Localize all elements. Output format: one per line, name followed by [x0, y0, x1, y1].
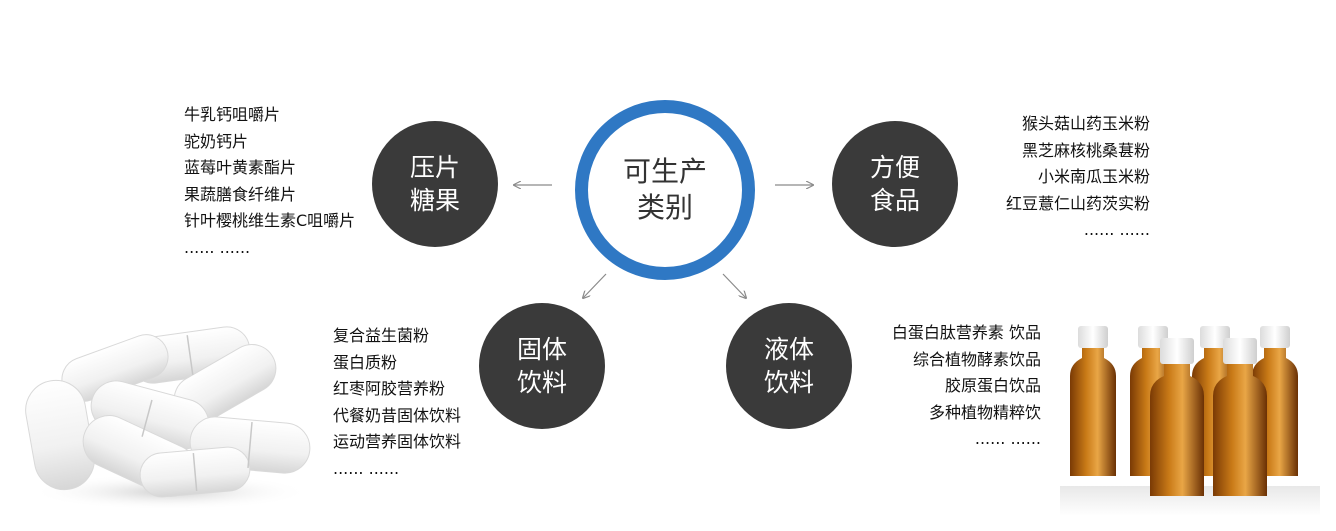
list-item: 蓝莓叶黄素酯片 — [184, 158, 297, 177]
list-item: 驼奶钙片 — [184, 131, 249, 151]
list-item: ...... ...... — [333, 458, 400, 478]
node-label-instant: 方便食品 — [869, 153, 920, 215]
list-item: 蛋白质粉 — [333, 352, 398, 372]
list-item: 牛乳钙咀嚼片 — [184, 105, 281, 124]
node-instant-food: 方便食品 — [832, 121, 958, 247]
list-item: 猴头菇山药玉米粉 — [1021, 114, 1150, 133]
node-solid-drink: 固体饮料 — [479, 303, 605, 429]
arrow-to-liquid — [722, 273, 746, 298]
list-item: 红豆薏仁山药茨实粉 — [1005, 193, 1150, 213]
node-label-liquid: 液体饮料 — [763, 335, 814, 397]
list-item: ...... ...... — [974, 429, 1041, 448]
node-tablet-candy: 压片糖果 — [372, 121, 498, 247]
list-item: 针叶樱桃维生素C咀嚼片 — [184, 211, 356, 230]
list-item: 胶原蛋白饮品 — [944, 376, 1041, 395]
list-item: 运动营养固体饮料 — [333, 432, 462, 451]
center-ring: 可生产类别 — [575, 100, 755, 280]
list-instant-food: 猴头菇山药玉米粉 黑芝麻核桃桑葚粉 小米南瓜玉米粉 红豆薏仁山药茨实粉 ....… — [1006, 111, 1150, 244]
list-item: ...... ...... — [184, 237, 251, 257]
node-liquid-drink: 液体饮料 — [726, 303, 852, 429]
white-pills-image — [25, 326, 311, 510]
node-label-solid: 固体饮料 — [516, 335, 567, 397]
list-tablet-candy: 牛乳钙咀嚼片 驼奶钙片 蓝莓叶黄素酯片 果蔬膳食纤维片 针叶樱桃维生素C咀嚼片 … — [184, 102, 355, 261]
list-solid-drink: 复合益生菌粉 蛋白质粉 红枣阿胶营养粉 代餐奶昔固体饮料 运动营养固体饮料 ..… — [333, 323, 461, 482]
arrow-to-solid — [583, 273, 607, 298]
list-item: 果蔬膳食纤维片 — [184, 184, 297, 204]
list-item: 白蛋白肽营养素 饮品 — [891, 323, 1041, 342]
list-item: 红枣阿胶营养粉 — [333, 379, 446, 398]
list-item: 小米南瓜玉米粉 — [1037, 167, 1150, 186]
list-item: 多种植物精粹饮 — [928, 402, 1041, 422]
node-label-tablet: 压片糖果 — [409, 153, 460, 215]
list-item: 黑芝麻核桃桑葚粉 — [1021, 140, 1150, 160]
center-label: 可生产类别 — [622, 155, 707, 224]
list-item: 代餐奶昔固体饮料 — [333, 405, 462, 425]
list-liquid-drink: 白蛋白肽营养素 饮品 综合植物酵素饮品 胶原蛋白饮品 多种植物精粹饮 .....… — [892, 320, 1041, 453]
list-item: 综合植物酵素饮品 — [912, 349, 1041, 369]
amber-bottles-image — [1060, 326, 1320, 516]
list-item: ...... ...... — [1083, 220, 1150, 239]
list-item: 复合益生菌粉 — [333, 326, 430, 345]
